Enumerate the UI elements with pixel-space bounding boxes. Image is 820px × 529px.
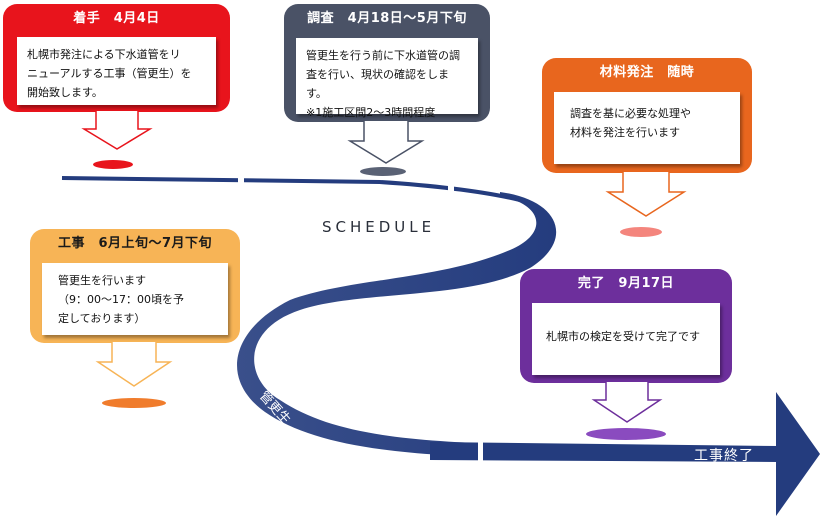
path-gap bbox=[238, 170, 244, 186]
step-materials-line: 材料を発注を行います bbox=[570, 126, 680, 139]
end-arrow-head bbox=[776, 392, 820, 516]
step-materials-line: 調査を基に必要な処理や bbox=[570, 107, 691, 120]
step-construction-title: 工事 6月上旬～7月下旬 bbox=[57, 236, 213, 251]
step-construction-line: （9：00～17：00頃を予 bbox=[58, 293, 184, 306]
step-construction-line: 管更生を行います bbox=[58, 274, 146, 287]
schedule-label: SCHEDULE bbox=[322, 218, 436, 236]
path-gap bbox=[448, 180, 454, 196]
step-survey-line: 管更生を行う前に下水道管の調 bbox=[306, 49, 460, 62]
schedule-path-bottom-band bbox=[430, 442, 778, 462]
step-materials-arrow bbox=[605, 172, 687, 217]
step-complete-line: 札幌市の検定を受けて完了です bbox=[546, 330, 700, 343]
step-start-line: 札幌市発注による下水道管をリ bbox=[27, 48, 181, 61]
step-survey-line: ※1施工区間2～3時間程度 bbox=[306, 106, 436, 119]
step-survey-arrow bbox=[347, 121, 425, 164]
step-complete-card: 完了 9月17日 札幌市の検定を受けて完了です bbox=[520, 269, 732, 383]
step-complete-title: 完了 9月17日 bbox=[577, 276, 675, 291]
step-start-line: ニューアルする工事（管更生）を bbox=[27, 67, 192, 80]
step-complete-arrow bbox=[591, 382, 663, 423]
step-construction-card: 工事 6月上旬～7月下旬 管更生を行います （9：00～17：00頃を予 定して… bbox=[30, 229, 240, 343]
step-materials-body: 調査を基に必要な処理や 材料を発注を行います bbox=[554, 92, 740, 164]
step-materials-marker bbox=[620, 227, 662, 237]
step-survey-body: 管更生を行う前に下水道管の調 査を行い、現状の確認をします。 ※1施工区間2～3… bbox=[296, 38, 478, 119]
step-complete-marker bbox=[586, 428, 666, 440]
step-construction-marker bbox=[102, 398, 166, 408]
step-survey-title: 調査 4月18日～5月下旬 bbox=[307, 11, 467, 26]
step-construction-line: 定しております） bbox=[58, 312, 146, 325]
step-complete-body: 札幌市の検定を受けて完了です bbox=[532, 303, 720, 375]
step-start-arrow bbox=[81, 111, 153, 150]
step-start-line: 開始致します。 bbox=[27, 86, 103, 99]
path-gap bbox=[478, 438, 483, 468]
step-start-card: 着手 4月4日 札幌市発注による下水道管をリ ニューアルする工事（管更生）を 開… bbox=[3, 4, 230, 112]
end-label: 工事終了 bbox=[694, 448, 754, 464]
step-start-title: 着手 4月4日 bbox=[73, 11, 160, 26]
step-materials-title: 材料発注 随時 bbox=[599, 65, 695, 80]
step-start-body: 札幌市発注による下水道管をリ ニューアルする工事（管更生）を 開始致します。 bbox=[17, 37, 216, 105]
step-survey-marker bbox=[360, 167, 406, 176]
step-survey-line: 査を行い、現状の確認をします。 bbox=[306, 68, 449, 100]
step-survey-card: 調査 4月18日～5月下旬 管更生を行う前に下水道管の調 査を行い、現状の確認を… bbox=[284, 4, 490, 122]
step-construction-arrow bbox=[95, 342, 173, 387]
step-start-marker bbox=[93, 160, 133, 169]
step-materials-card: 材料発注 随時 調査を基に必要な処理や 材料を発注を行います bbox=[542, 58, 752, 173]
step-construction-body: 管更生を行います （9：00～17：00頃を予 定しております） bbox=[42, 263, 228, 335]
